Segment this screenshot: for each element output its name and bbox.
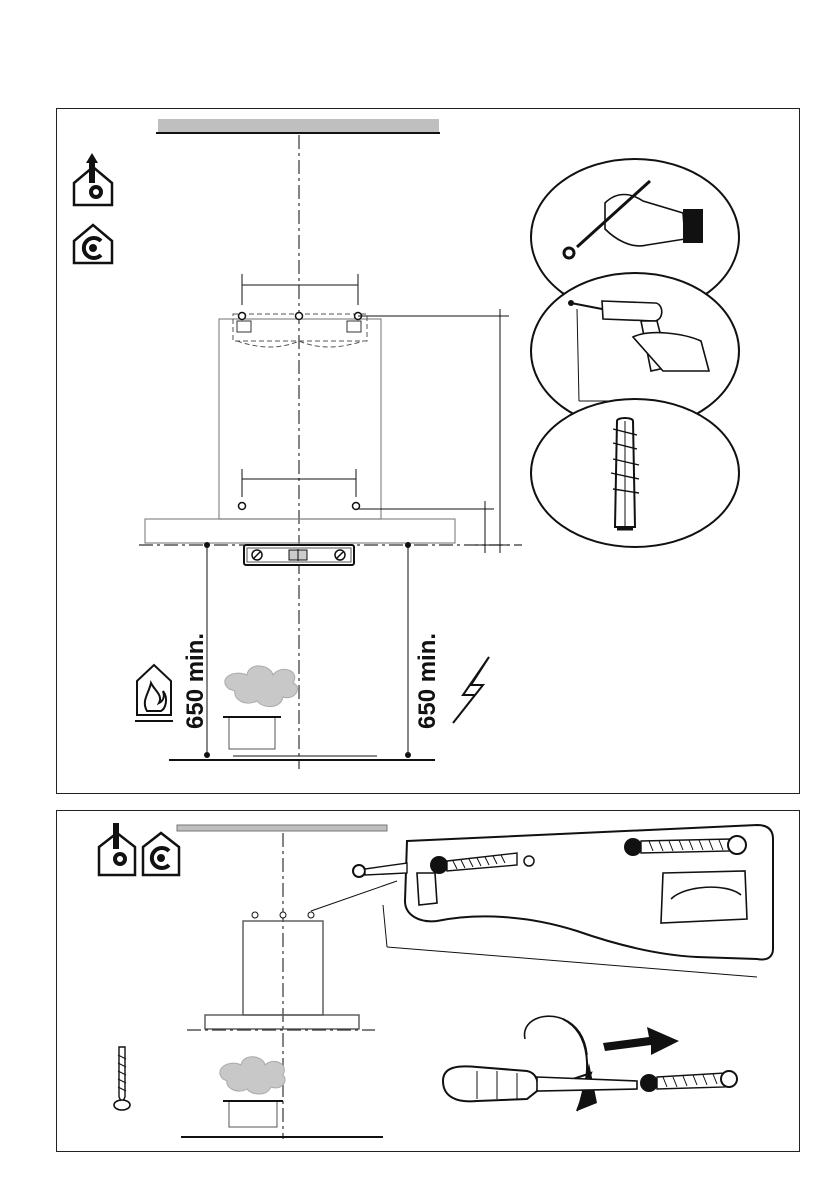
bracket-fixing-panel [56,810,800,1152]
wall-mounting-diagram: 650 min. 650 min. [57,109,801,795]
push-arrow-icon [603,1027,679,1055]
ceiling-bar [156,119,440,133]
hood-canopy [145,519,455,543]
recirculation-icon [143,833,179,875]
fix-bracket-screws-detail [353,825,773,960]
chimney [219,319,381,519]
hood-canopy [205,1015,359,1029]
ceiling-bar [177,825,387,831]
spirit-level [244,545,354,565]
right-clearance-dimension [405,542,411,758]
left-clearance-label: 650 min. [182,633,209,729]
upper-hole-spacing-dimension [242,274,358,305]
ducted-extraction-icon [74,153,112,205]
ducted-extraction-icon [99,823,135,875]
screw-left [353,863,407,877]
cooking-pot [220,1057,285,1127]
recirculation-icon [74,225,112,263]
upper-hole-center [296,313,303,320]
cooking-pot [223,666,298,749]
insert-wall-plug-step [531,399,739,547]
right-clearance-label: 650 min. [414,633,441,729]
flame-hazard-icon [135,665,173,721]
screwdriver-tighten-step [443,1016,737,1111]
bracket-fixing-diagram [57,811,801,1153]
upper-hole-left [239,313,246,320]
lower-hole-spacing-dimension [239,469,495,553]
screw-icon [114,1047,130,1110]
electric-hazard-icon [453,657,489,723]
wall-mounting-panel: 650 min. 650 min. [56,108,800,794]
